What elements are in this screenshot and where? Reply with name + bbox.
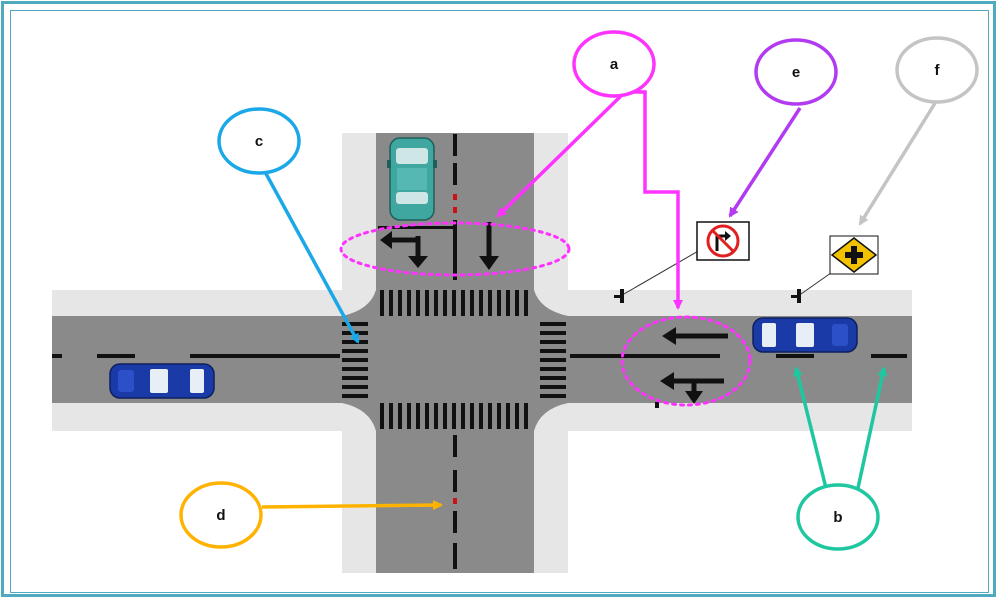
callout-f-arrow xyxy=(858,99,939,226)
highlight-ellipse-north xyxy=(339,221,571,277)
label-b: b xyxy=(833,509,842,526)
callout-e-arrow xyxy=(728,107,802,218)
label-e-bubble: e xyxy=(754,38,838,106)
pavement-arrow-straight xyxy=(479,222,499,270)
label-c-bubble: c xyxy=(217,107,301,175)
label-b-bubble: b xyxy=(796,483,880,551)
pavement-arrow-straight-east xyxy=(662,327,728,345)
crossroad-warning-sign-icon xyxy=(829,235,879,275)
label-a-bubble: a xyxy=(572,30,656,98)
outer-frame xyxy=(1,1,996,597)
label-a: a xyxy=(610,56,619,73)
label-f-bubble: f xyxy=(895,36,979,104)
no-right-turn-sign-icon xyxy=(696,221,750,261)
callout-b-arrows xyxy=(793,366,888,489)
highlight-ellipse-east xyxy=(620,315,752,407)
label-e: e xyxy=(792,64,800,81)
lane-markings xyxy=(52,134,907,569)
label-d: d xyxy=(216,507,225,524)
inner-frame xyxy=(10,10,989,593)
pavement-arrow-left-straight xyxy=(380,231,428,268)
callout-c-arrow xyxy=(262,169,360,344)
pavement-arrow-straight-left-east xyxy=(660,372,724,404)
label-c: c xyxy=(255,133,263,150)
callout-d-arrow xyxy=(261,500,443,511)
teal-car-icon xyxy=(387,137,437,221)
blue-car-east-icon xyxy=(752,317,858,353)
callout-a-arrows xyxy=(496,90,683,310)
label-d-bubble: d xyxy=(179,481,263,549)
blue-car-west-icon xyxy=(109,363,215,399)
label-f: f xyxy=(935,62,941,79)
crosswalk-south xyxy=(380,403,528,429)
crosswalk-north xyxy=(380,290,528,316)
crosswalk-east xyxy=(540,322,566,398)
